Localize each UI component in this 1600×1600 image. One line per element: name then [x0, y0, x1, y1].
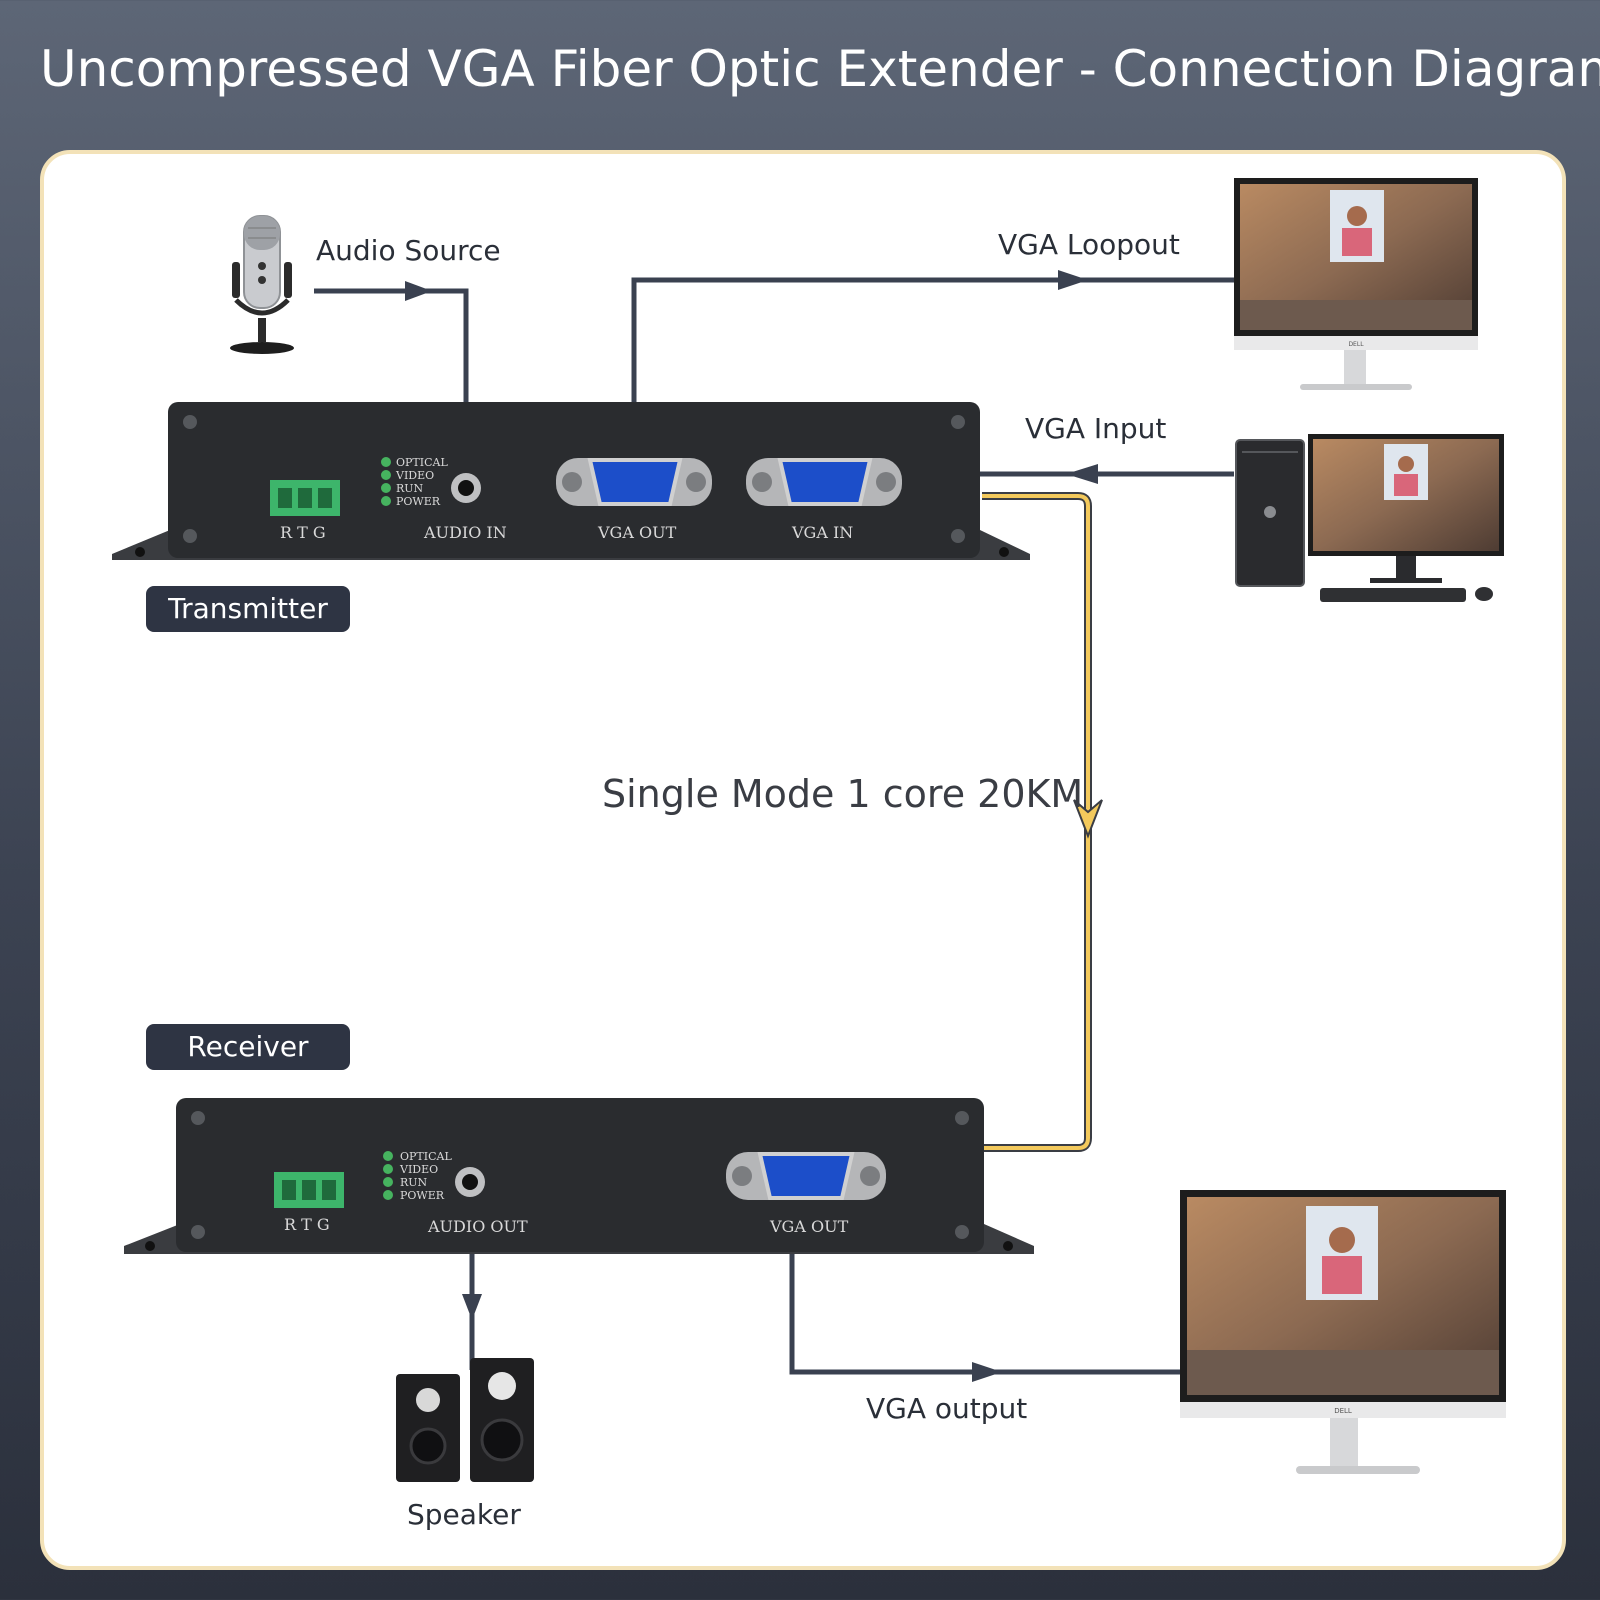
- tx-led-run: RUN: [396, 482, 424, 495]
- rx-led-run: RUN: [400, 1176, 428, 1189]
- speaker-icon: [396, 1358, 534, 1482]
- vga-output-label: VGA output: [866, 1392, 1028, 1425]
- monitor-brand-2: DELL: [1334, 1407, 1352, 1415]
- loopout-monitor-icon: DELL: [1234, 178, 1478, 390]
- rx-led-power: POWER: [400, 1189, 445, 1202]
- page-title: Uncompressed VGA Fiber Optic Extender - …: [40, 40, 1600, 98]
- rx-terminal-label: R T G: [284, 1215, 330, 1234]
- tx-terminal-label: R T G: [280, 523, 326, 542]
- microphone-icon: [230, 215, 294, 354]
- speaker-label: Speaker: [407, 1498, 521, 1531]
- rx-led-optical: OPTICAL: [400, 1150, 452, 1163]
- fiber-line: [982, 492, 1103, 1152]
- audio-source-label: Audio Source: [316, 234, 501, 267]
- tx-led-video: VIDEO: [395, 469, 434, 482]
- tx-vga-out-label: VGA OUT: [597, 523, 677, 542]
- vga-loopout-label: VGA Loopout: [998, 228, 1180, 261]
- audio-out-line: [462, 1250, 482, 1370]
- vga-output-line: [789, 1252, 1180, 1382]
- output-monitor-icon: DELL: [1180, 1190, 1506, 1474]
- receiver-tag: Receiver: [146, 1024, 350, 1070]
- tx-audio-in-label: AUDIO IN: [423, 523, 507, 542]
- transmitter-tag: Transmitter: [146, 586, 350, 632]
- monitor-brand-1: DELL: [1348, 341, 1364, 348]
- vga-input-label: VGA Input: [1025, 412, 1167, 445]
- tx-vga-in-label: VGA IN: [791, 523, 853, 542]
- tx-led-power: POWER: [396, 495, 441, 508]
- tx-led-optical: OPTICAL: [396, 456, 448, 469]
- transmitter-device: [112, 402, 1030, 560]
- fiber-label: Single Mode 1 core 20KM: [602, 772, 1084, 816]
- rx-audio-out-label: AUDIO OUT: [427, 1217, 528, 1236]
- rx-vga-out-label: VGA OUT: [769, 1217, 849, 1236]
- rx-led-video: VIDEO: [399, 1163, 438, 1176]
- computer-icon: [1235, 434, 1504, 602]
- receiver-device: [124, 1098, 1034, 1254]
